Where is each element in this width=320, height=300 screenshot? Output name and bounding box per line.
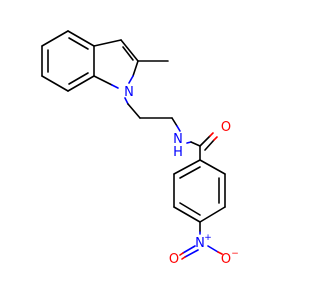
bond xyxy=(124,97,129,105)
bond xyxy=(199,206,226,223)
bond xyxy=(209,132,214,137)
bond xyxy=(93,75,113,86)
bond xyxy=(128,75,134,84)
bond xyxy=(176,125,181,132)
double-bond-inner xyxy=(179,166,201,179)
indole-benzene-ring xyxy=(41,30,95,92)
atom-label-o-nitro-right: O xyxy=(221,252,231,267)
double-bond-inner xyxy=(179,202,201,216)
amide-group xyxy=(186,132,218,161)
nitro-group xyxy=(179,245,223,260)
atom-label-n-amide: N xyxy=(173,132,183,147)
bond xyxy=(127,103,141,119)
bond xyxy=(179,252,184,256)
bond xyxy=(67,30,95,47)
structure-diagram: N N H O N + O O − xyxy=(41,30,239,267)
double-bond-no xyxy=(184,249,199,258)
bond xyxy=(207,245,219,253)
charge-minus: − xyxy=(231,249,239,259)
bond xyxy=(67,75,95,92)
bond xyxy=(171,117,178,127)
double-bond-inner xyxy=(68,37,89,50)
atom-label-o-nitro-left: O xyxy=(169,252,179,267)
double-bond-no xyxy=(181,256,186,260)
bond xyxy=(173,159,201,175)
bond xyxy=(41,30,69,47)
double-bond-inner xyxy=(68,72,89,85)
atom-label-n-indole: N xyxy=(124,85,134,100)
bond xyxy=(182,245,196,254)
double-bond-co xyxy=(213,136,218,141)
molecule-canvas: N N H O N + O O − xyxy=(41,30,239,267)
atom-label-o-carbonyl: O xyxy=(221,120,231,135)
atom-label-n-nitro: N xyxy=(195,236,205,251)
atom-label-h-amide: H xyxy=(173,145,183,160)
bond xyxy=(173,206,201,223)
ethyl-linker xyxy=(124,97,181,132)
double-bond-co xyxy=(204,139,215,151)
bond xyxy=(93,39,122,47)
nitrobenzene-ring xyxy=(173,159,226,235)
bond xyxy=(190,141,201,147)
indole-pyrrole-ring xyxy=(93,39,169,89)
bond xyxy=(120,39,139,62)
charge-plus: + xyxy=(204,233,212,243)
bond xyxy=(217,251,223,255)
bond xyxy=(199,135,211,147)
bond xyxy=(132,60,139,77)
bond xyxy=(111,84,119,89)
bond xyxy=(199,159,226,175)
bond xyxy=(41,75,69,92)
double-bond-inner xyxy=(122,46,134,61)
